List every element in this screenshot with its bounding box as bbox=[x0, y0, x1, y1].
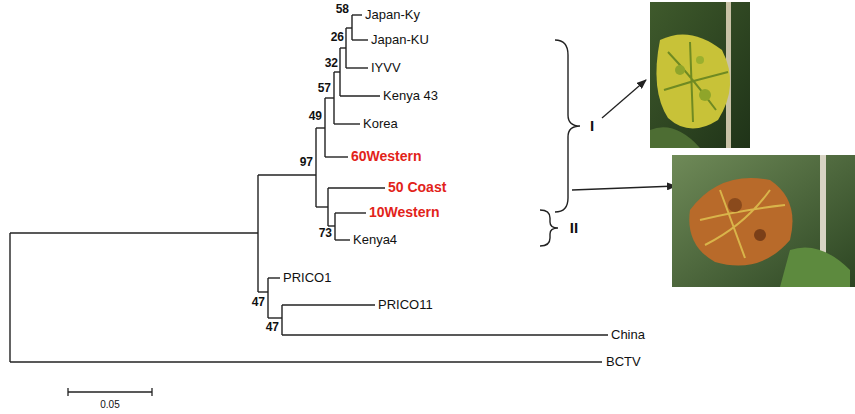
tree-branches bbox=[10, 15, 608, 362]
taxon-label: Japan-KU bbox=[371, 33, 429, 47]
bootstrap-value: 47 bbox=[266, 321, 279, 334]
brackets bbox=[540, 40, 580, 246]
bootstrap-value: 97 bbox=[300, 156, 313, 169]
taxon-label: PRICO1 bbox=[283, 271, 331, 285]
taxon-label: IYVV bbox=[371, 61, 401, 75]
bootstrap-value: 26 bbox=[331, 31, 344, 44]
scale-label: 0.05 bbox=[100, 399, 119, 410]
taxon-label: BCTV bbox=[606, 355, 641, 369]
bootstrap-value: 32 bbox=[325, 57, 338, 70]
bootstrap-value: 58 bbox=[336, 3, 349, 16]
leaf-photo bbox=[672, 155, 855, 287]
bootstrap-value: 57 bbox=[318, 82, 331, 95]
taxon-label: Korea bbox=[363, 117, 398, 131]
sample-label: 10Western bbox=[369, 205, 440, 220]
taxon-label: Kenya4 bbox=[353, 233, 397, 247]
clade-label: I bbox=[590, 118, 594, 135]
taxon-label: PRICO11 bbox=[378, 298, 433, 312]
leaf-photo bbox=[650, 2, 750, 148]
bootstrap-value: 47 bbox=[252, 296, 265, 309]
taxon-label: Kenya 43 bbox=[383, 89, 438, 103]
sample-label: 50 Coast bbox=[388, 180, 446, 195]
bootstrap-value: 73 bbox=[319, 227, 332, 240]
taxon-label: Japan-Ky bbox=[365, 8, 420, 22]
bootstrap-value: 49 bbox=[309, 110, 322, 123]
sample-label: 60Western bbox=[351, 149, 422, 164]
scale-bar bbox=[68, 388, 152, 396]
clade-label: II bbox=[570, 220, 578, 237]
taxon-label: China bbox=[611, 328, 645, 342]
